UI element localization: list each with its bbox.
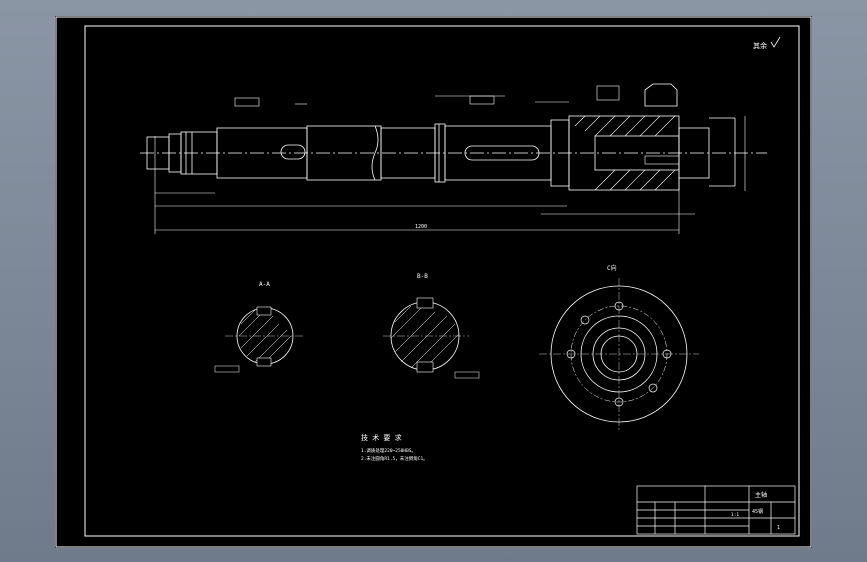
title-scale: 1:1 [731,512,739,518]
tech-req-line-1: 1.调质处理220~250HBS。 [361,447,416,454]
section-b-label: B-B [417,273,428,280]
break-line [371,125,379,181]
inner-frame [84,25,800,537]
title-part-name: 主轴 [755,491,767,499]
flange-end [678,127,710,179]
hatch [574,115,676,191]
tech-req-title: 技 术 要 求 [361,433,402,442]
section-a-a: A-A [214,281,305,373]
cad-drawing: 其余 [55,16,812,548]
dimension-lines [154,95,746,234]
roughness-note: 其余 [753,36,781,50]
view-c-label: C向 [607,264,617,272]
shaft-main-view [140,83,767,191]
flange-detail-top [644,83,678,107]
view-c-flange: C向 [539,264,699,430]
drawing-viewport[interactable]: 其余 [55,16,812,548]
tech-req-line-2: 2.未注圆角R1.5，未注倒角C1。 [361,455,428,462]
section-a-label: A-A [259,281,270,288]
roughness-note-text: 其余 [753,41,767,50]
keyway-left [280,144,306,160]
title-material: 45钢 [752,508,763,515]
keyway-right [464,145,540,161]
title-block [636,485,796,535]
technical-requirements: 技 术 要 求 1.调质处理220~250HBS。 2.未注圆角R1.5，未注倒… [361,433,428,462]
outer-frame [55,16,812,548]
overall-length-dim: 1200 [415,224,427,230]
section-b-b: B-B [383,273,480,379]
tolerance-frames [234,85,680,165]
title-sheet: 1 [777,525,780,531]
